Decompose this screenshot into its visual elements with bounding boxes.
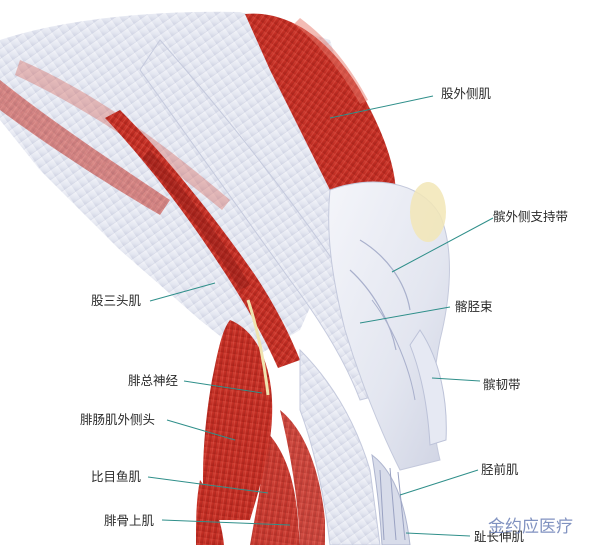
label-soleus: 比目鱼肌: [91, 469, 142, 484]
patellar-ligament: [409, 329, 447, 446]
common-peroneal-nerve: [246, 299, 270, 396]
label-iliotibial-tract: 髂胫束: [455, 299, 493, 314]
label-tibialis-anterior: 胫前肌: [481, 462, 519, 477]
soleus-muscle: [250, 430, 300, 545]
label-common-peroneal-nerve: 腓总神经: [128, 373, 179, 388]
iliotibial-tract: [139, 39, 399, 401]
vastus-lateralis-muscle: [245, 13, 396, 212]
biceps-femoris-muscle: [105, 110, 300, 368]
label-peroneus-longus: 腓骨上肌: [104, 513, 155, 528]
label-vastus-lateralis: 股外侧肌: [441, 86, 492, 101]
label-extensor-digitorum-longus: 趾长伸肌: [474, 529, 525, 544]
gastrocnemius-muscle: [202, 320, 273, 520]
label-lateral-patellar-retinaculum: 髌外侧支持带: [493, 209, 569, 224]
label-gastrocnemius-lateral-head: 腓肠肌外侧头: [80, 412, 156, 427]
label-patellar-ligament: 髌韧带: [483, 377, 521, 392]
label-biceps-femoris: 股三头肌: [91, 293, 142, 308]
watermark-text: 金约应医疗: [488, 517, 573, 537]
leader-lines: [147, 95, 494, 537]
